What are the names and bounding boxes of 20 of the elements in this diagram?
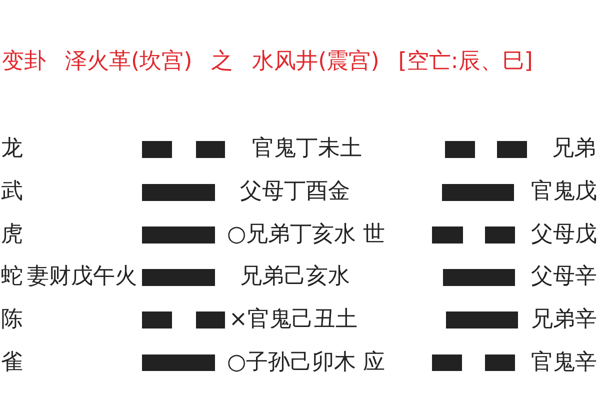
line-label: ×官鬼己丑土 bbox=[229, 308, 358, 332]
line-label: 官鬼丁未土 bbox=[252, 137, 362, 161]
line-label: 父母辛 bbox=[531, 265, 597, 289]
side-label: 妻财戊午火 bbox=[27, 265, 137, 289]
row-label: 陈 bbox=[1, 308, 23, 332]
line-label: 官鬼辛 bbox=[531, 350, 597, 374]
line-label: ○兄弟丁亥水 世 bbox=[227, 222, 386, 246]
row-label: 龙 bbox=[1, 137, 23, 161]
row-label: 武 bbox=[1, 180, 23, 204]
line-label: 父母丁酉金 bbox=[240, 180, 350, 204]
line-label: 兄弟辛 bbox=[531, 308, 597, 332]
row-label: 虎 bbox=[1, 222, 23, 246]
row-label: 雀 bbox=[1, 350, 23, 374]
line-label: 官鬼戊 bbox=[531, 180, 597, 204]
row-label: 蛇 bbox=[1, 265, 23, 289]
title: 变卦 泽火革(坎宫) 之 水风井(震宫) [空亡:辰、巳] bbox=[2, 50, 533, 74]
line-label: ○子孙己卯木 应 bbox=[227, 350, 386, 374]
line-label: 兄弟 bbox=[552, 137, 596, 161]
line-label: 父母戊 bbox=[531, 222, 597, 246]
line-label: 兄弟己亥水 bbox=[240, 265, 350, 289]
